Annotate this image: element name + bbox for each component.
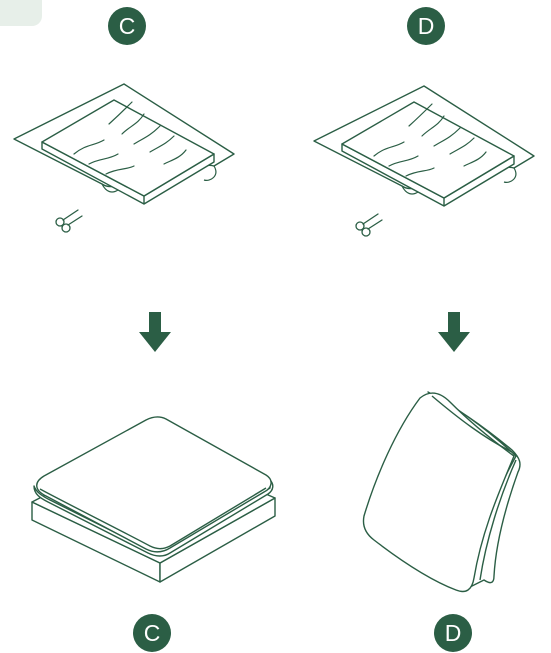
expanded-seat-cushion-icon: [32, 417, 275, 582]
vacuum-packed-cushion-icon: [13, 83, 235, 205]
step-c-badge-top: C: [108, 7, 146, 45]
step-c-badge-bottom: C: [133, 614, 171, 652]
corner-decoration: [0, 0, 42, 26]
scissors-icon: [55, 209, 83, 233]
vacuum-packed-cushion-icon: [313, 85, 535, 207]
arrow-down-icon: [438, 312, 470, 352]
scissors-icon: [355, 213, 383, 237]
step-d-badge-top: D: [407, 7, 445, 45]
arrow-down-icon: [139, 312, 171, 352]
expanded-back-cushion-icon: [363, 392, 520, 592]
step-d-badge-bottom: D: [434, 614, 472, 652]
